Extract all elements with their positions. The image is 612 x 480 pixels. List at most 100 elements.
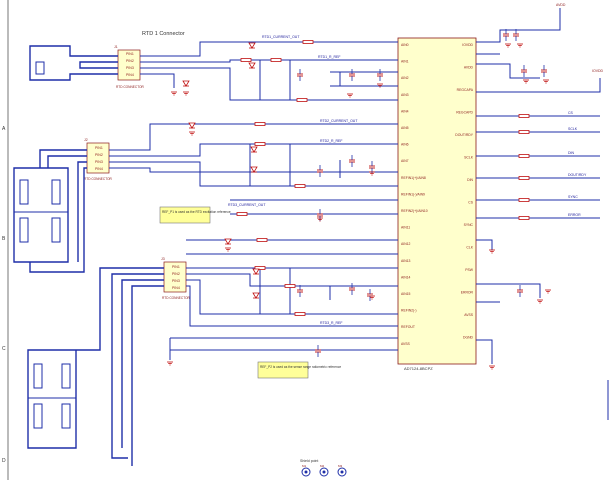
adc-ic-left-pins: AIN0AIN1AIN2AIN3AIN4AIN5AIN6AIN7REFIN1(+…: [401, 43, 428, 346]
resistor-12: [518, 114, 530, 118]
net-label-avdd: AVDD: [556, 3, 566, 7]
capacitor-1: [349, 69, 355, 81]
m1-label: M1: [302, 464, 306, 468]
j2-pin1: PIN1: [95, 146, 103, 150]
tvs-diode-7: [188, 122, 196, 129]
resistor-2: [270, 58, 282, 62]
j1-label: RTD CONNECTOR: [116, 85, 145, 89]
sheet-title: RTD 1 Connector: [142, 31, 185, 37]
ground-symbol-17: [347, 93, 353, 98]
mounting-hole-m1: [301, 467, 311, 477]
tvs-diode-0: [248, 42, 256, 49]
resistor-13: [518, 130, 530, 134]
adc-pin-right-3: REGCAPD: [456, 111, 473, 115]
mounting-hole-m2: [319, 467, 329, 477]
ground-symbol-8: [489, 249, 495, 254]
resistor-6: [294, 184, 306, 188]
adc-pin-right-4: DOUT/RDY: [455, 133, 473, 137]
channel-1-wiring: [140, 41, 398, 101]
ground-symbol-7: [543, 79, 549, 84]
channel-3-wiring: [169, 239, 398, 360]
adc-pin-right-13: DGND: [463, 336, 474, 340]
ground-symbol-15: [369, 295, 375, 300]
net-label-rtd3-current: RTD3_CURRENT_OUT: [228, 203, 266, 207]
j1-pin3: PIN3: [126, 66, 134, 70]
j3-pin1: PIN1: [172, 265, 180, 269]
j2-pin2: PIN2: [95, 153, 103, 157]
border-marker-c: C: [2, 346, 6, 352]
resistor-7: [254, 266, 266, 270]
ground-symbol-4: [505, 43, 511, 48]
capacitor-6: [297, 285, 303, 297]
resistor-16: [518, 198, 530, 202]
tvs-diode-5: [252, 292, 260, 299]
resistor-4: [254, 122, 266, 126]
ground-symbol-16: [317, 217, 323, 222]
capacitor-7: [349, 283, 355, 295]
adc-pin-left-0: AIN0: [401, 43, 409, 47]
capacitor-2: [377, 69, 383, 81]
tvs-diode-6: [182, 80, 190, 87]
resistor-5: [254, 142, 266, 146]
j3-pin3: PIN3: [172, 279, 180, 283]
resistor-14: [518, 154, 530, 158]
j1-pin4: PIN4: [126, 73, 134, 77]
j3-pin4: PIN4: [172, 286, 180, 290]
rtd-sensor-1: [29, 45, 118, 81]
adc-pin-right-12: AVSS: [464, 313, 474, 317]
mounting-holes: Shield point M1 M2 M3: [300, 459, 347, 477]
resistor-3: [296, 98, 308, 102]
capacitor-3: [317, 165, 323, 177]
resistor-8: [284, 284, 296, 288]
net-label-sync: SYNC: [568, 195, 578, 199]
ground-symbol-5: [517, 43, 523, 48]
ground-symbol-9: [537, 299, 543, 304]
adc-ic-body: [397, 37, 477, 365]
j3-label: RTD CONNECTOR: [162, 296, 191, 300]
mounting-hole-m3: [337, 467, 347, 477]
j3-ref: J3: [161, 257, 165, 261]
adc-pin-right-7: CS: [468, 201, 473, 205]
adc-pin-left-12: AIN12: [401, 242, 411, 246]
adc-pin-left-16: REFIN2(-): [401, 309, 416, 313]
resistor-17: [518, 216, 530, 220]
adc-pin-left-3: AIN3: [401, 93, 409, 97]
ground-symbol-14: [369, 171, 375, 176]
passive-components: [167, 29, 551, 370]
capacitor-0: [297, 69, 303, 81]
adc-pin-left-14: AIN14: [401, 275, 411, 279]
adc-pin-right-5: SCLK: [464, 156, 474, 160]
adc-pin-left-8: REFIN1(+)/AIN8: [401, 176, 426, 180]
j2-pin4: PIN4: [95, 167, 103, 171]
tvs-diode-1: [248, 62, 256, 69]
digital-interface-wiring: [476, 8, 601, 364]
capacitor-12: [513, 29, 519, 41]
border-marker-b: B: [2, 236, 6, 242]
net-label-rtd2-current: RTD2_CURRENT_OUT: [320, 119, 358, 123]
ground-symbol-2: [189, 131, 195, 136]
adc-pin-left-2: AIN2: [401, 76, 409, 80]
connector-j2: PIN1 PIN2 PIN3 PIN4 J2 RTD CONNECTOR: [84, 138, 113, 181]
j1-ref: J1: [114, 45, 118, 49]
resistor-11: [236, 212, 248, 216]
capacitor-13: [521, 65, 527, 77]
net-label-dout: DOUT/RDY: [568, 173, 587, 177]
net-label-iovdd: IOVDD: [592, 69, 604, 73]
adc-ic-right-pins: IOVDDAVDDREGCAPAREGCAPDDOUT/RDYSCLKDINCS…: [455, 43, 474, 340]
adc-pin-right-6: DIN: [467, 178, 473, 182]
rtd-sensor-3: [27, 267, 164, 466]
border-marker-d: D: [2, 458, 6, 464]
capacitor-5: [369, 161, 375, 173]
connector-j3: PIN1 PIN2 PIN3 PIN4 J3 RTD CONNECTOR: [161, 257, 191, 300]
ground-symbol-11: [489, 365, 495, 370]
ground-symbol-13: [377, 83, 383, 88]
ground-symbol-3: [225, 247, 231, 252]
adc-pin-left-18: AVSS: [401, 342, 411, 346]
adc-pin-left-9: REFIN1(-)/AIN9: [401, 192, 425, 196]
resistor-15: [518, 176, 530, 180]
adc-pin-left-1: AIN1: [401, 60, 409, 64]
net-label-sclk: SCLK: [568, 127, 578, 131]
ground-symbol-10: [545, 289, 551, 294]
adc-pin-left-5: AIN5: [401, 126, 409, 130]
